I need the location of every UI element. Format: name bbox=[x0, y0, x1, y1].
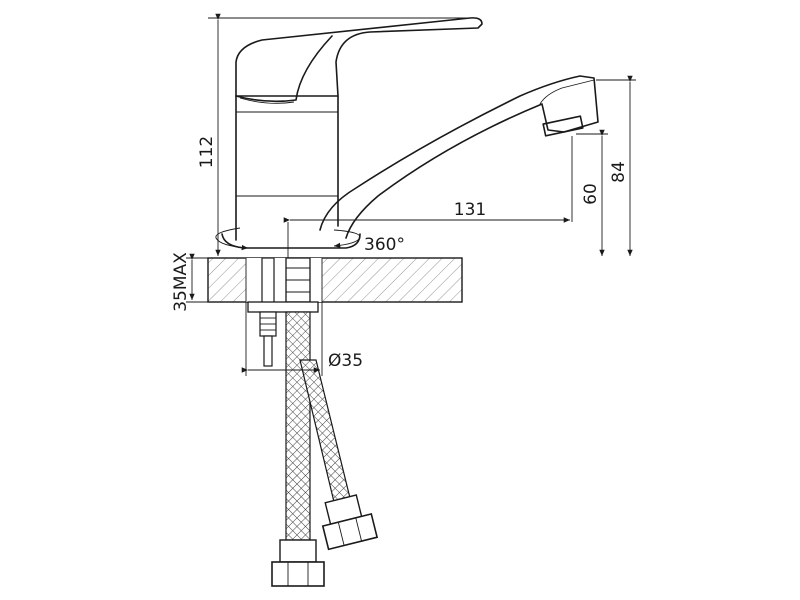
faucet-body bbox=[221, 95, 361, 249]
lever-handle bbox=[235, 17, 483, 104]
rotation-indicator: 360° bbox=[215, 227, 405, 255]
dimension-outlet-height: 60 bbox=[576, 129, 608, 256]
total-height-label: 112 bbox=[197, 136, 217, 168]
dimension-hole-diameter: Ø35 bbox=[241, 302, 363, 376]
rotation-label: 360° bbox=[364, 235, 405, 255]
spout-height-label: 84 bbox=[609, 161, 629, 183]
mounting-hardware bbox=[247, 257, 319, 367]
spout-reach-label: 131 bbox=[454, 200, 486, 220]
hole-diameter-label: Ø35 bbox=[328, 351, 363, 371]
dimension-spout-reach: 131 bbox=[283, 136, 573, 258]
dimension-counter-thickness: 35MAX bbox=[171, 252, 210, 312]
outlet-height-label: 60 bbox=[581, 183, 601, 205]
supply-hose-left bbox=[271, 311, 325, 587]
countertop bbox=[207, 257, 463, 303]
spout bbox=[319, 75, 599, 239]
dimension-spout-height: 84 bbox=[596, 75, 636, 256]
supply-hose-right bbox=[299, 359, 379, 551]
dimension-total-height: 112 bbox=[197, 13, 468, 256]
counter-thickness-label: 35MAX bbox=[171, 252, 191, 312]
